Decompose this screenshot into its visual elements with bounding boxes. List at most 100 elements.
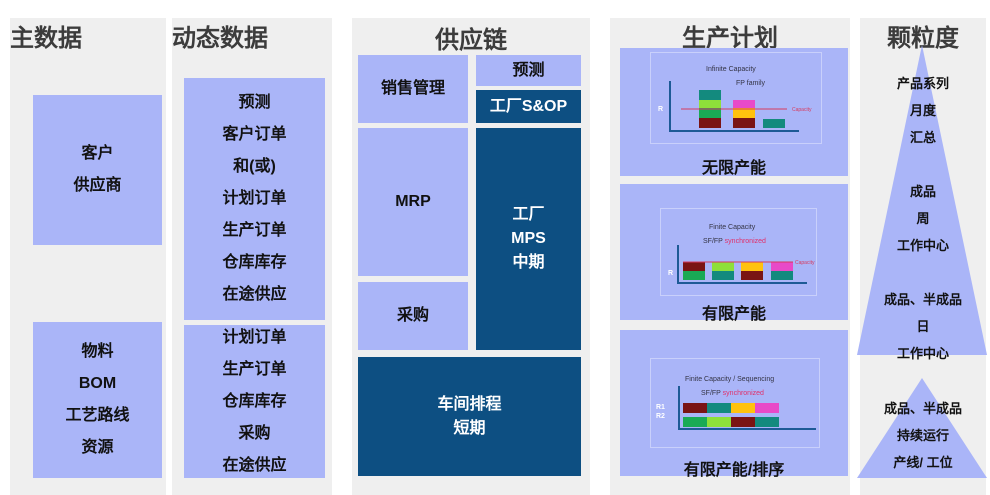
bar (712, 262, 734, 271)
text: 仓库库存 (222, 254, 287, 271)
chart-title: Finite Capacity / Sequencing (685, 376, 774, 383)
purchase-box: 采购 (358, 282, 468, 350)
text: 车间排程 (437, 395, 502, 413)
text: 工厂 (512, 206, 545, 223)
chart-title: Infinite Capacity (706, 66, 756, 73)
bar (733, 100, 755, 108)
master-data-header: 主数据 (10, 25, 82, 52)
granularity-triangle-large (857, 45, 987, 355)
bar (755, 417, 779, 427)
capacity-label: Capacity (792, 107, 812, 113)
text: 成品、半成品 (883, 401, 962, 416)
text: 计划订单 (222, 328, 287, 346)
dynamic-box-2: 计划订单 生产订单 仓库库存 采购 在途供应 (184, 325, 325, 478)
forecast-box: 预测 (476, 55, 581, 86)
infinite-capacity-chart: Infinite Capacity FP family R Capacity (650, 52, 822, 144)
bar (733, 118, 755, 128)
text: MPS (511, 230, 546, 247)
text: 工作中心 (896, 346, 949, 361)
axes (678, 386, 816, 430)
axes (677, 245, 807, 284)
bar (763, 119, 785, 128)
bar (699, 100, 721, 108)
text: 和(或) (233, 158, 276, 175)
text: 采购 (238, 424, 271, 442)
granularity-triangles (857, 45, 987, 478)
text: 工厂S&OP (489, 97, 568, 115)
text: 预测 (238, 94, 271, 111)
text: 成品 (909, 184, 936, 199)
chart-subtitle: FP family (736, 80, 766, 87)
panel-label: 有限产能/排序 (683, 462, 785, 479)
text: 物料 (81, 343, 114, 360)
shop-scheduling-box: 车间排程 短期 (358, 357, 581, 476)
text: 计划订单 (222, 190, 287, 207)
text: 产线/ 工位 (893, 455, 953, 470)
panel-label: 有限产能 (701, 306, 766, 323)
bar (683, 403, 707, 413)
text: 预测 (512, 61, 545, 79)
text: 月度 (909, 103, 936, 118)
bar (755, 403, 779, 413)
text: 汇总 (909, 130, 936, 145)
bar (731, 417, 755, 427)
text: 在途供应 (222, 456, 287, 474)
granularity-triangle-small (857, 378, 987, 478)
panel-label: 无限产能 (701, 160, 766, 177)
text: BOM (78, 375, 117, 392)
master-box-material: 物料 BOM 工艺路线 资源 (33, 322, 162, 478)
text: 客户订单 (222, 126, 287, 143)
sales-management-box: 销售管理 (358, 55, 468, 123)
bar (771, 271, 793, 280)
text: 供应商 (73, 177, 122, 194)
bar (771, 262, 793, 271)
bar (683, 417, 707, 427)
bar (683, 271, 705, 280)
subtitle-text: SF/FP (703, 238, 723, 245)
bar (683, 262, 705, 271)
axis-label: R2 (656, 413, 665, 420)
dynamic-data-header: 动态数据 (172, 25, 268, 52)
bar (699, 90, 721, 100)
master-box-partners: 客户 供应商 (33, 95, 162, 245)
axis-label: R (658, 106, 663, 113)
granularity-continuous: 成品、半成品 持续运行 产线/ 工位 (860, 395, 986, 476)
text: 在途供应 (222, 286, 287, 303)
text: 周 (916, 211, 930, 226)
text: 客户 (81, 145, 114, 162)
subtitle-text: SF/FP (701, 390, 721, 397)
bar (731, 403, 755, 413)
capacity-label: Capacity (795, 260, 815, 266)
sequencing-chart: Finite Capacity / Sequencing SF/FP synch… (650, 358, 820, 448)
text: 仓库库存 (222, 392, 287, 410)
text: 成品、半成品 (883, 292, 962, 307)
chart-subtitle: SF/FP synchronized (701, 390, 764, 397)
text: 资源 (81, 439, 114, 456)
finite-capacity-chart: Finite Capacity SF/FP synchronized R Cap… (660, 208, 817, 296)
subtitle-highlight: synchronized (725, 238, 766, 245)
plant-mps-box: 工厂 MPS 中期 (476, 128, 581, 350)
text: 产品系列 (896, 76, 949, 91)
mrp-box: MRP (358, 128, 468, 276)
text: MRP (395, 193, 431, 210)
production-plan-header: 生产计划 (682, 25, 778, 52)
bar (741, 262, 763, 271)
text: 持续运行 (896, 428, 949, 443)
bar (712, 271, 734, 280)
text: 采购 (396, 307, 429, 324)
text: 销售管理 (380, 80, 445, 97)
text: 工艺路线 (65, 407, 130, 424)
dynamic-box-1: 预测 客户订单 和(或) 计划订单 生产订单 仓库库存 在途供应 (184, 78, 325, 320)
chart-subtitle: SF/FP synchronized (703, 238, 766, 245)
granularity-levels: 产品系列 月度 汇总 成品 周 工作中心 成品、半成品 日 工作中心 (860, 70, 986, 367)
finite-capacity-panel: Finite Capacity SF/FP synchronized R Cap… (620, 184, 848, 323)
bar (707, 403, 731, 413)
axis-label: R1 (656, 404, 665, 411)
plant-sop-box: 工厂S&OP (476, 90, 581, 123)
chart-title: Finite Capacity (709, 224, 756, 231)
supply-chain-header: 供应链 (435, 27, 507, 54)
text: 工作中心 (896, 238, 949, 253)
text: 生产订单 (222, 360, 287, 378)
finite-capacity-sequencing-panel: Finite Capacity / Sequencing SF/FP synch… (620, 330, 848, 479)
axes (669, 81, 799, 132)
